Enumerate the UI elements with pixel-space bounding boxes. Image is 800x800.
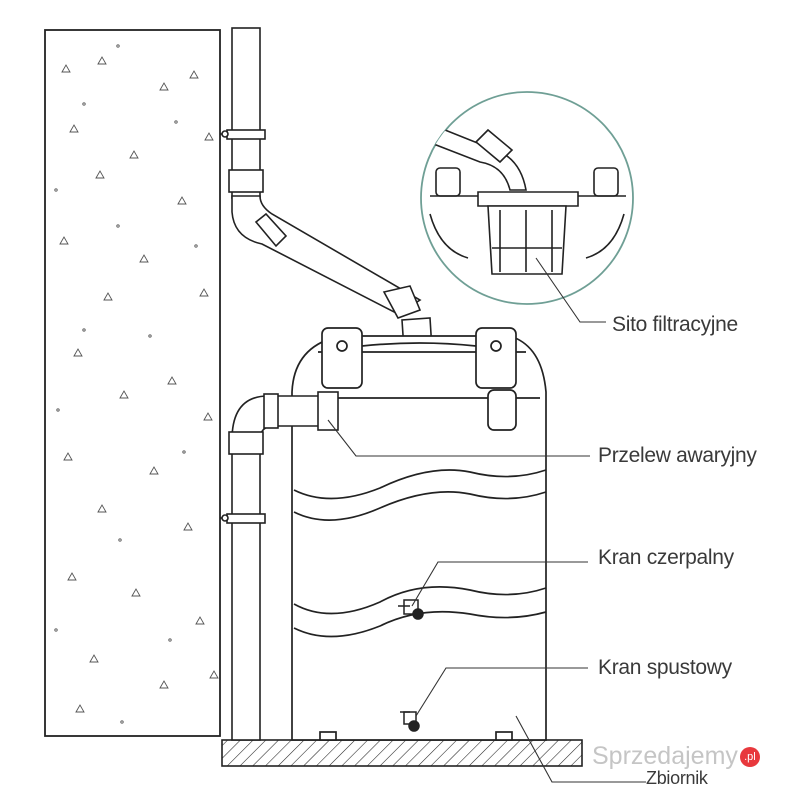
ground-slab (221, 739, 583, 767)
tank (291, 327, 547, 741)
leader-lines (327, 257, 646, 783)
wall-texture (54, 44, 219, 724)
filter-inset (420, 91, 634, 305)
watermark-text: Sprzedajemy (592, 742, 738, 770)
inlet-pipe (231, 195, 433, 351)
label-przelew-awaryjny: Przelew awaryjny (598, 444, 757, 467)
label-kran-czerpalny: Kran czerpalny (598, 546, 734, 569)
draw-tap (398, 599, 424, 620)
overflow-pipe (220, 391, 339, 741)
label-kran-spustowy: Kran spustowy (598, 656, 732, 679)
downpipe (220, 27, 266, 199)
watermark-badge: .pl (739, 747, 760, 768)
watermark: Sprzedajemy.pl (592, 742, 760, 771)
label-zbiornik: Zbiornik (646, 768, 708, 788)
label-sito-filtracyjne: Sito filtracyjne (612, 313, 738, 336)
wall (44, 29, 221, 737)
drain-tap (400, 711, 420, 732)
